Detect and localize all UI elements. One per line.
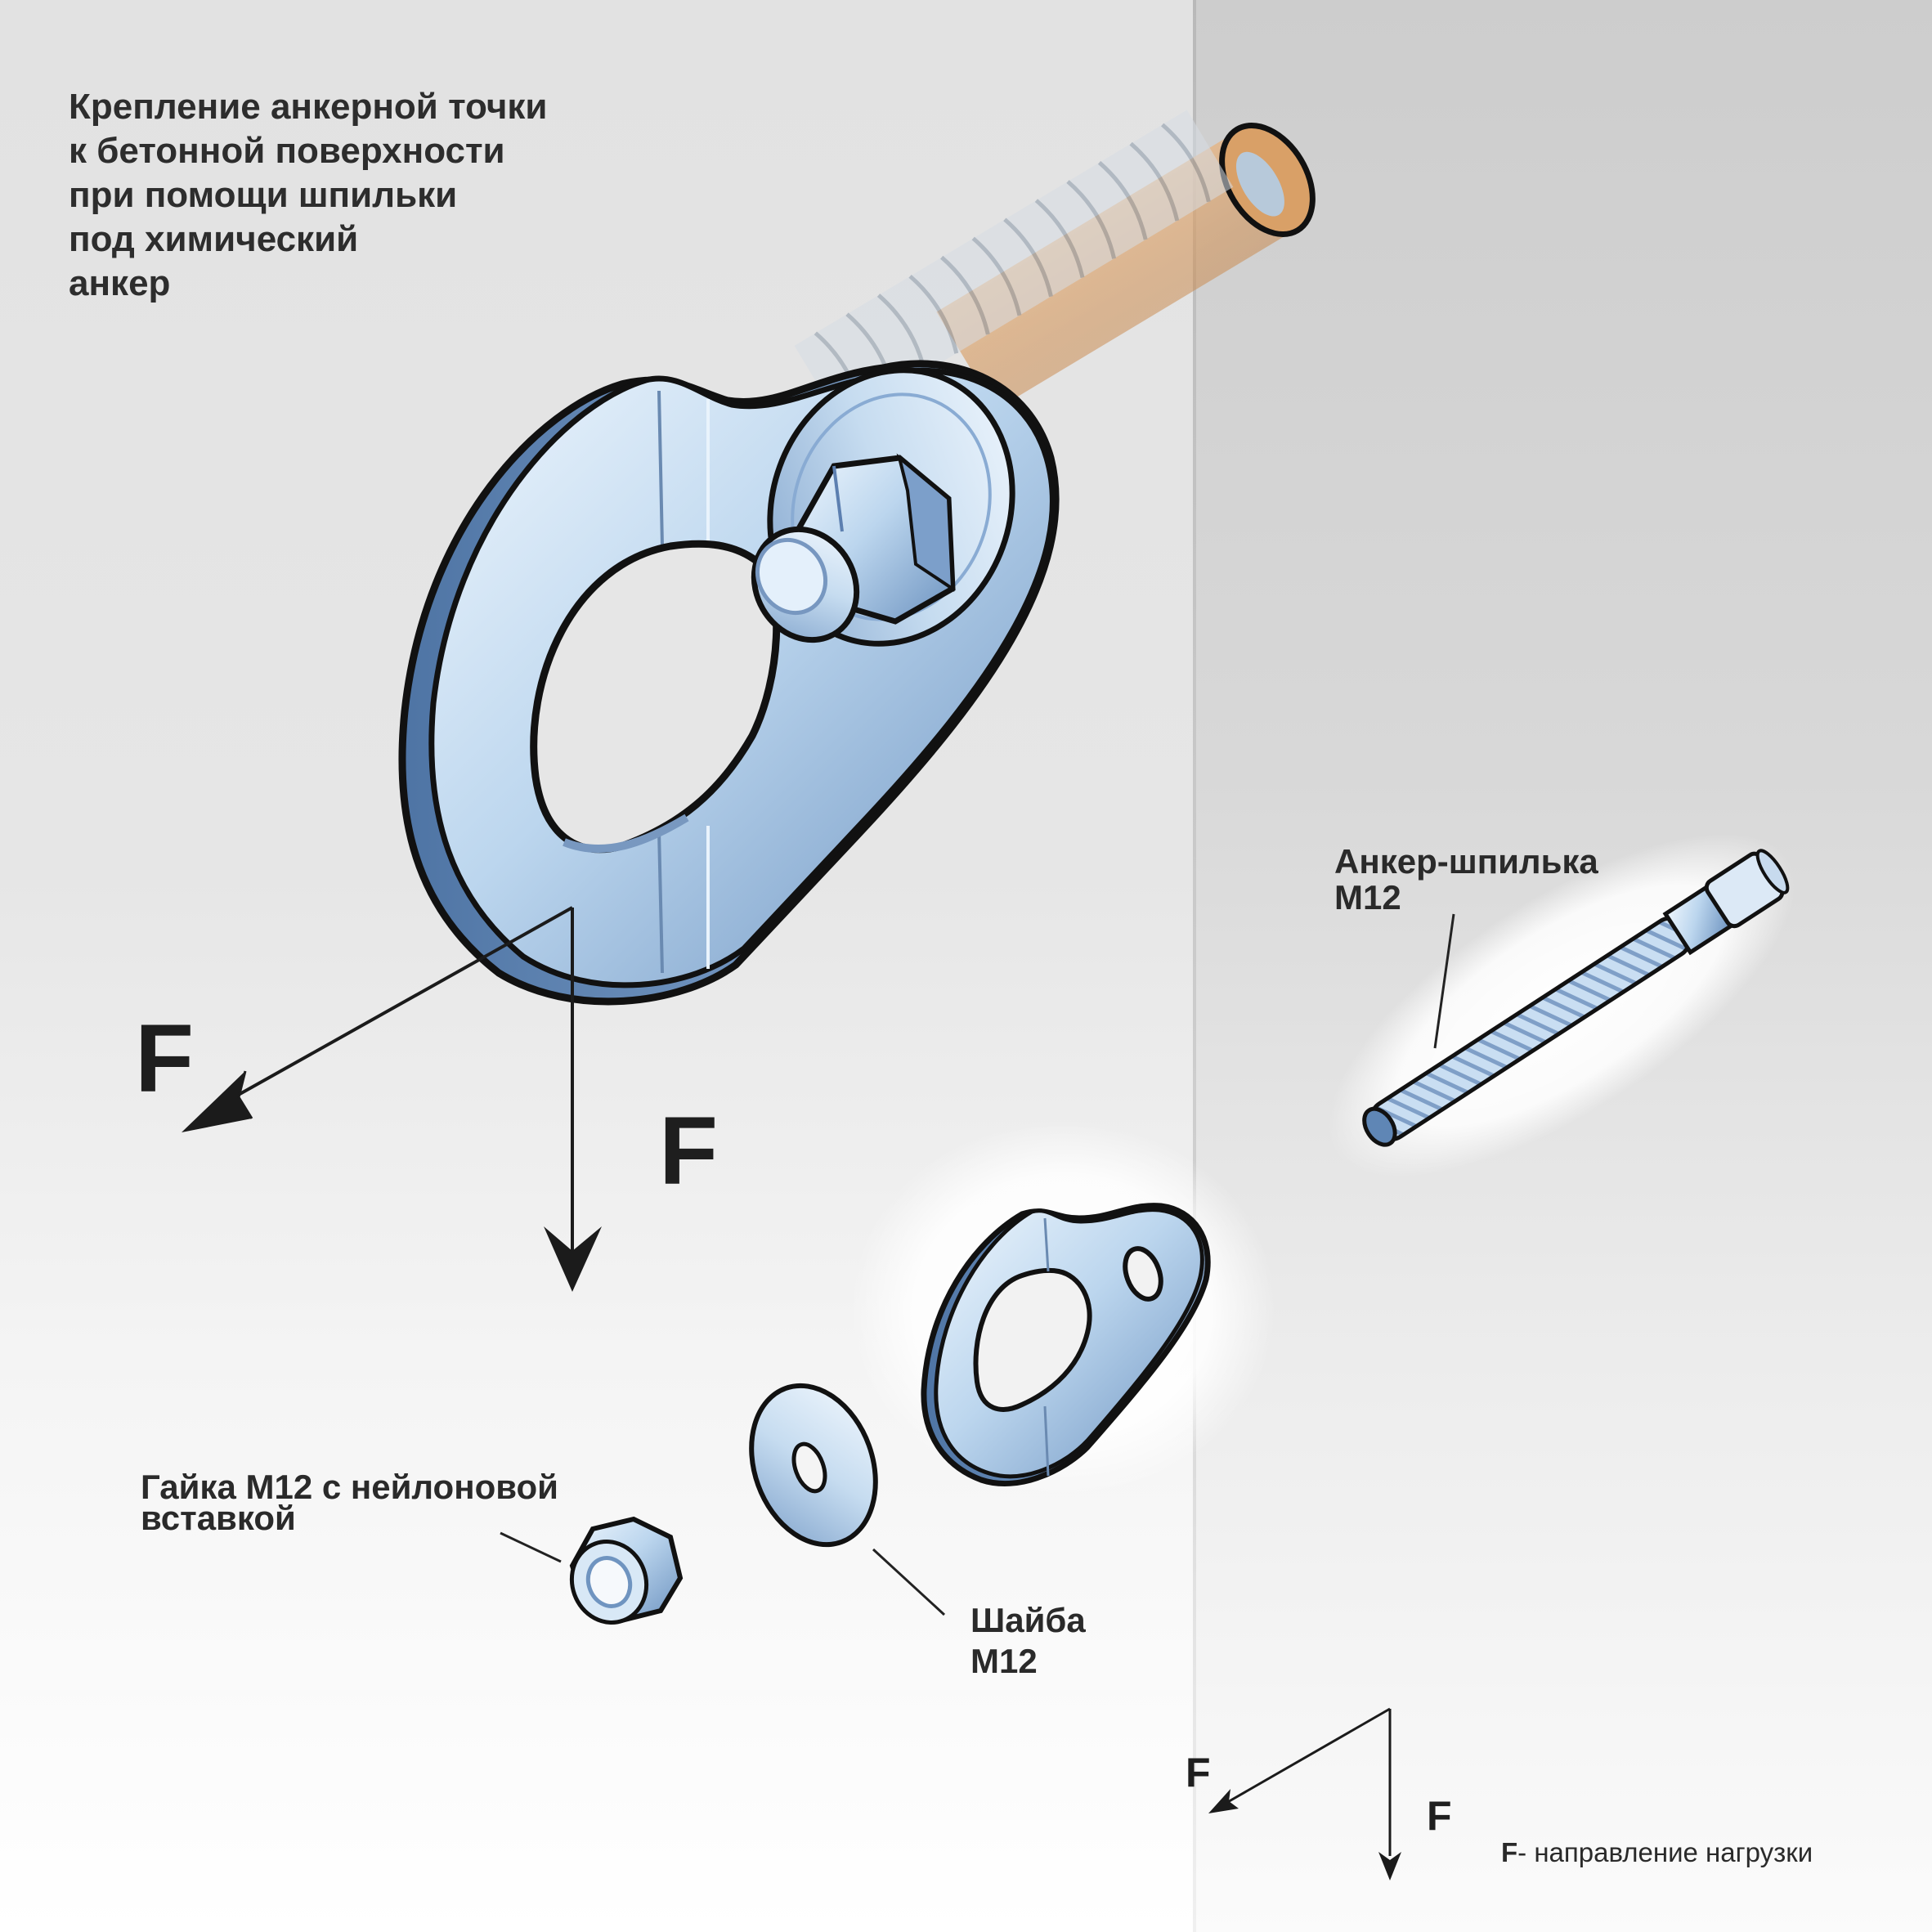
wall-corner-edge bbox=[1193, 0, 1196, 1932]
label-washer: Шайба М12 bbox=[970, 1601, 1086, 1680]
washer-m12 bbox=[749, 1383, 946, 1616]
legend-symbol: F bbox=[1501, 1837, 1518, 1867]
nylon-insert-nut-m12 bbox=[500, 1516, 684, 1625]
force-label-diagonal: F bbox=[135, 1005, 195, 1113]
diagram-title: Крепление анкерной точки к бетонной пове… bbox=[69, 87, 548, 303]
anchor-stud-m12 bbox=[1328, 833, 1795, 1178]
hanger-plate-part bbox=[850, 1120, 1275, 1496]
label-nut: Гайка М12 с нейлоновой вставкой bbox=[141, 1468, 558, 1537]
legend-text: - направление нагрузки bbox=[1517, 1837, 1813, 1867]
legend-force-label-diagonal: F bbox=[1186, 1750, 1211, 1795]
force-arrows-legend bbox=[1208, 1707, 1401, 1880]
legend: F- направление нагрузки bbox=[1501, 1837, 1813, 1868]
installed-hanger-plate bbox=[398, 360, 1060, 1006]
legend-force-label-vertical: F bbox=[1427, 1793, 1452, 1839]
force-label-vertical: F bbox=[659, 1097, 719, 1205]
installed-stud-in-concrete bbox=[794, 110, 1316, 424]
label-anchor-stud: Анкер-шпилька М12 bbox=[1334, 842, 1598, 917]
force-arrows-main bbox=[182, 906, 602, 1292]
